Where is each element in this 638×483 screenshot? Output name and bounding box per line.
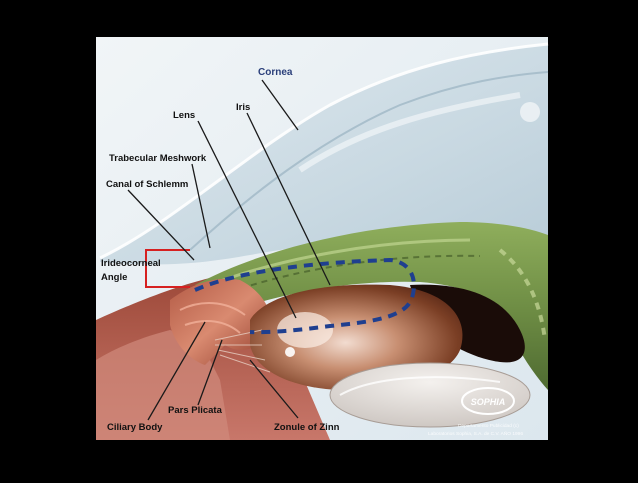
label-irideocorneal-line1: Irideocorneal — [101, 258, 161, 269]
credit-line-1: Departamento Publicidad (c) — [458, 423, 519, 429]
label-lens: Lens — [173, 110, 195, 121]
trabecular-leader — [191, 163, 211, 249]
leader-lines — [127, 79, 331, 421]
logo-text: SOPHIA — [471, 397, 506, 407]
label-iris: Iris — [236, 102, 250, 113]
lens-leader — [197, 120, 297, 319]
angle-highlight-box — [145, 249, 190, 288]
label-zonule-of-zinn: Zonule of Zinn — [274, 422, 340, 433]
pars-plicata-leader — [197, 339, 223, 406]
label-cornea: Cornea — [258, 67, 293, 78]
label-ciliary-body: Ciliary Body — [107, 422, 163, 433]
zonule-leader — [249, 359, 299, 419]
lens-capsule-outline — [194, 257, 416, 335]
schlemm-leader — [127, 189, 195, 261]
cornea-leader — [261, 79, 299, 131]
credit-line-2: Laboratorios Sophia, S.A. de C.V. AÑO 19… — [428, 430, 523, 437]
lens-body — [329, 362, 531, 428]
label-pars-plicata: Pars Plicata — [168, 405, 223, 416]
iris-leader — [246, 112, 331, 286]
eye-illustration — [96, 42, 549, 440]
label-trabecular-meshwork: Trabecular Meshwork — [109, 153, 207, 164]
ciliary-body-leader — [147, 321, 206, 421]
label-canal-of-schlemm: Canal of Schlemm — [106, 179, 188, 190]
sophia-logo: SOPHIA — [461, 387, 515, 415]
label-irideocorneal-line2: Angle — [101, 272, 127, 283]
